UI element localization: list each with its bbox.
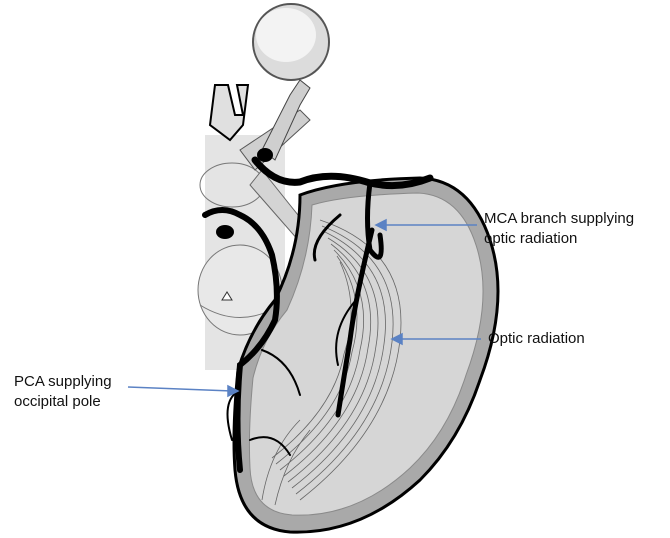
mca-label-line2: optic radiation (484, 229, 634, 249)
pca-label-line2: occipital pole (14, 392, 112, 412)
mca-label-line1: MCA branch supplying (484, 209, 634, 229)
optic-radiation-label: Optic radiation (488, 329, 585, 349)
pca-label: PCA supplying occipital pole (14, 372, 112, 412)
pca-pointer (128, 387, 232, 391)
pca-label-line1: PCA supplying (14, 372, 112, 392)
eye-globe (253, 4, 329, 80)
mca-label: MCA branch supplying optic radiation (484, 209, 634, 249)
